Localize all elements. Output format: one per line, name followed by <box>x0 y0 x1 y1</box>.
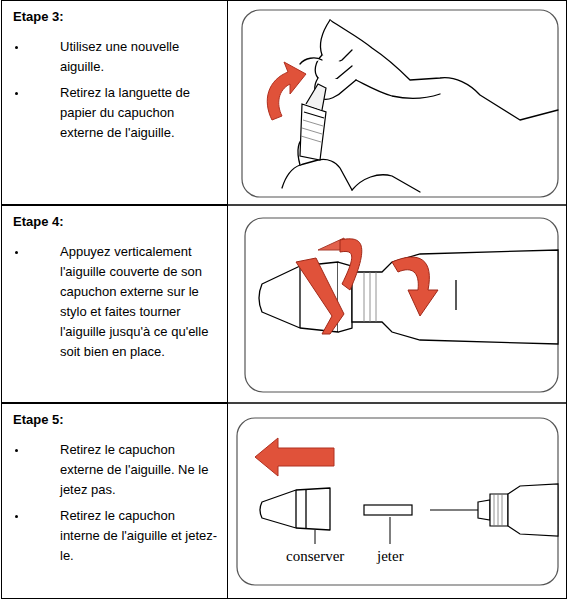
rotation-arrow <box>267 62 306 120</box>
step-cell: Etape 5: Retirez le capuchon externe de l… <box>1 403 228 599</box>
part-label: jeter <box>376 547 405 565</box>
bullet-item: Retirez la languette de papier du capuch… <box>60 83 218 143</box>
outer-cap <box>260 488 330 530</box>
leader-line <box>315 530 316 544</box>
needle-cap <box>300 84 326 160</box>
bullet-dot <box>15 449 18 452</box>
bullet-list: Utilisez une nouvelle aiguille. Retirez l… <box>2 37 227 143</box>
part-label: conserver <box>285 547 345 565</box>
bullet-dot <box>15 251 18 254</box>
leader-line <box>390 517 391 544</box>
picture-frame <box>237 418 558 585</box>
bullet-item: Retirez le capuchon externe de l'aiguill… <box>60 440 218 500</box>
bullet-dot <box>15 515 18 518</box>
step-cell: Etape 3: Utilisez une nouvelle aiguille. R… <box>1 0 228 205</box>
hands-illustration <box>282 20 558 192</box>
picture-frame <box>242 10 558 197</box>
step-heading: Etape 5: <box>13 411 227 429</box>
instruction-text: Appuyez verticalement l'aiguille couvert… <box>60 242 218 362</box>
pen-body <box>352 250 558 344</box>
instruction-text: Utilisez une nouvelle aiguille. <box>60 37 218 77</box>
table-cell <box>228 1 567 206</box>
pull-arrow <box>255 438 334 476</box>
bullet-list: Appuyez verticalement l'aiguille couvert… <box>2 242 227 362</box>
table-cell <box>228 403 567 599</box>
table-cell <box>228 205 567 403</box>
bullet-dot <box>15 92 18 95</box>
step-cell: Etape 4: Appuyez verticalement l'aiguille… <box>1 205 228 403</box>
step-heading: Etape 4: <box>13 213 227 231</box>
bullet-item: Utilisez une nouvelle aiguille. <box>60 37 218 77</box>
inner-cap <box>364 505 412 515</box>
bullet-list: Retirez le capuchon externe de l'aiguill… <box>2 440 227 566</box>
needle-and-pen <box>430 484 558 536</box>
instruction-text: Retirez la languette de papier du capuch… <box>60 83 218 143</box>
instruction-text: Retirez le capuchon externe de l'aiguill… <box>60 440 218 500</box>
paper-tab <box>306 84 326 110</box>
rotation-arrow <box>296 238 438 334</box>
bullet-item: Retirez le capuchon interne de l'aiguill… <box>60 506 218 566</box>
instruction-text: Retirez le capuchon interne de l'aiguill… <box>60 506 218 566</box>
picture-frame <box>245 218 558 392</box>
bullet-item: Appuyez verticalement l'aiguille couvert… <box>60 242 218 362</box>
step-heading: Etape 3: <box>13 8 227 26</box>
bullet-dot <box>15 46 18 49</box>
